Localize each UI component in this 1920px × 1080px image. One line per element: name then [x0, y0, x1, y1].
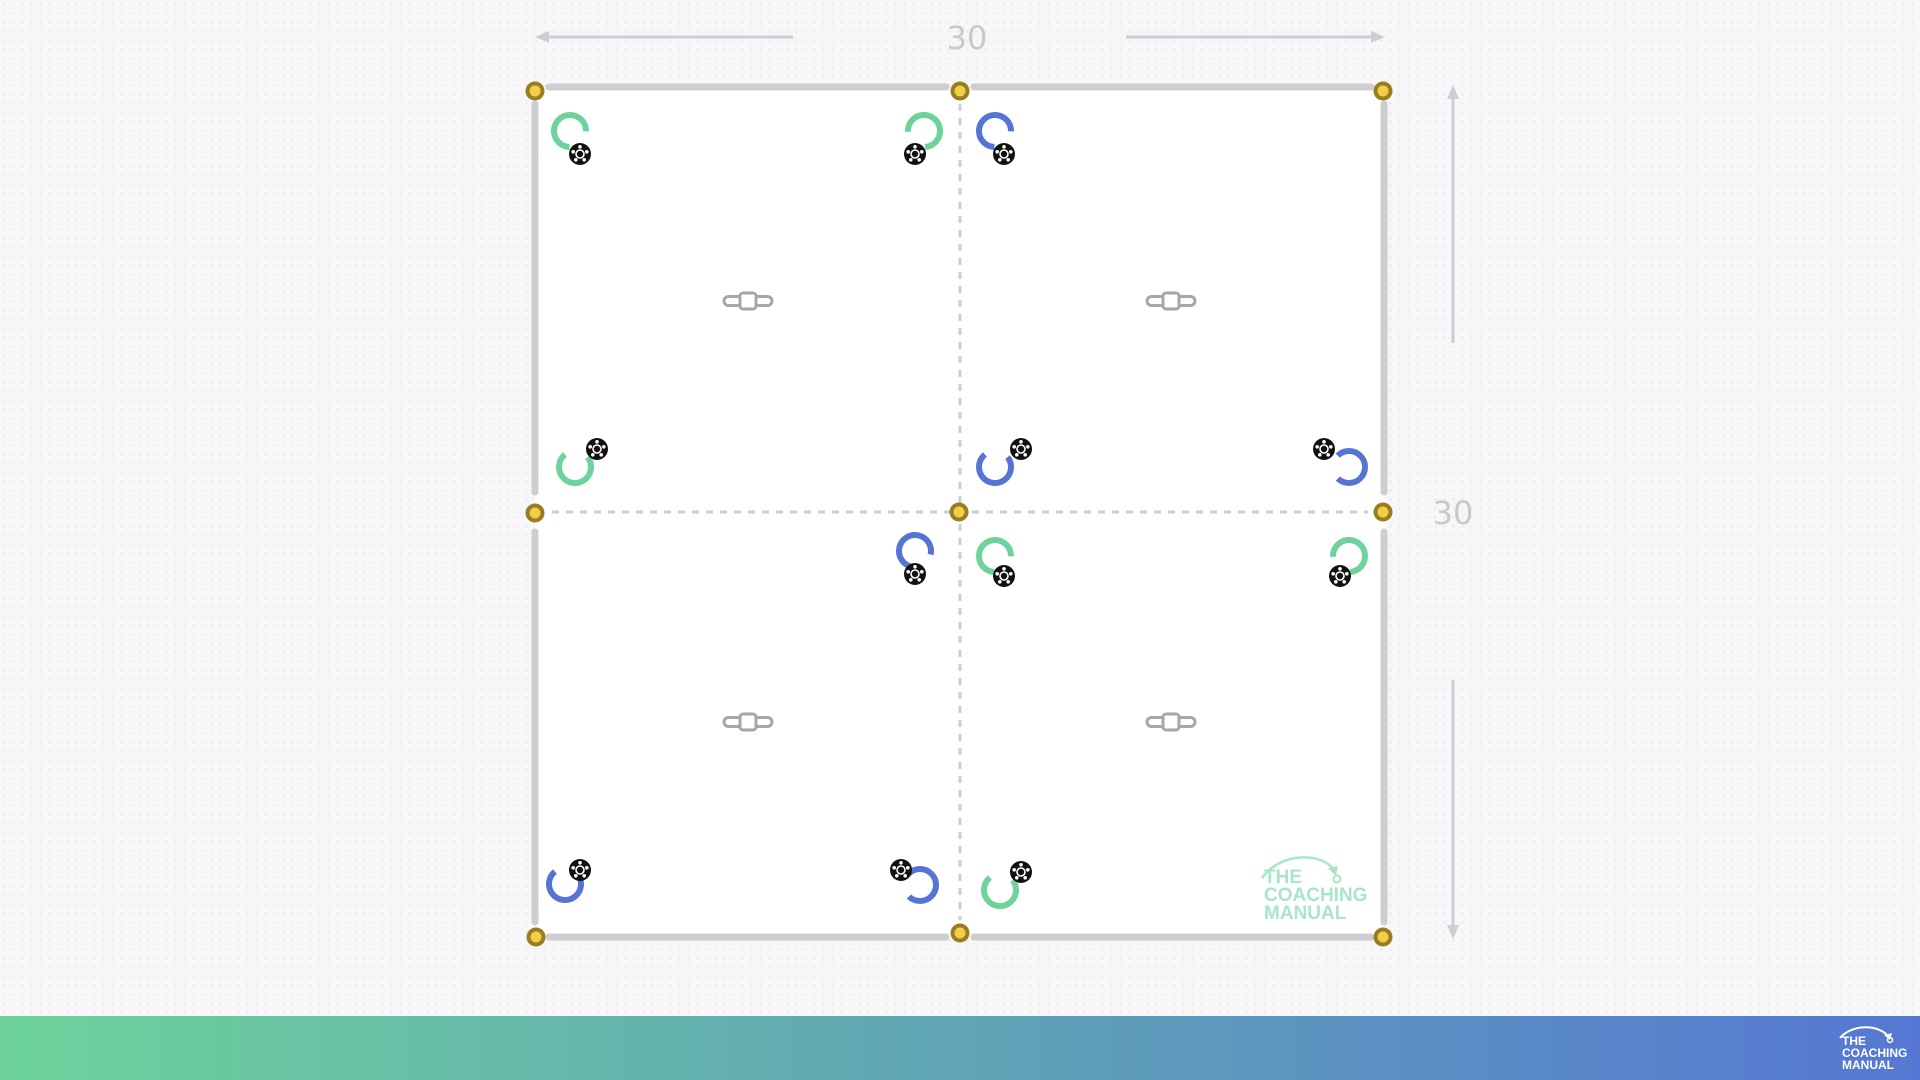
ball-icon	[568, 858, 592, 882]
player-blue	[976, 448, 1014, 486]
watermark-logo: THE COACHING MANUAL	[1260, 856, 1367, 924]
ball-icon	[585, 437, 609, 461]
watermark-line3: MANUAL	[1264, 903, 1347, 924]
ball-icon	[992, 142, 1016, 166]
footer-logo-line2: COACHING	[1842, 1046, 1907, 1060]
mannequin-icon	[722, 291, 774, 311]
cone-marker	[525, 81, 545, 101]
pitch-boundary	[531, 83, 1388, 941]
cone-marker	[1373, 927, 1393, 947]
ball-icon	[1328, 564, 1352, 588]
mannequin-icon	[1145, 712, 1197, 732]
cone-marker	[950, 81, 970, 101]
height-label: 30	[1433, 494, 1474, 532]
footer-logo-line1: THE	[1842, 1034, 1866, 1048]
ball-icon	[568, 142, 592, 166]
width-dimension	[535, 31, 1385, 43]
width-label: 30	[947, 19, 988, 57]
ball-icon	[1312, 437, 1336, 461]
cone-marker	[525, 503, 545, 523]
ball-icon	[889, 858, 913, 882]
height-dimension	[1447, 85, 1459, 939]
ball-icon	[992, 564, 1016, 588]
mannequin-icon	[722, 712, 774, 732]
watermark-line1: THE	[1264, 867, 1302, 888]
training-diagram: 30 30	[525, 19, 1474, 947]
cone-marker	[526, 927, 546, 947]
cone-marker	[949, 502, 969, 522]
cone-marker	[1373, 81, 1393, 101]
ball-icon	[903, 562, 927, 586]
ball-icon	[1009, 860, 1033, 884]
player-blue	[976, 112, 1014, 150]
footer-logo: THE COACHING MANUAL	[1839, 1026, 1907, 1072]
ball-icon	[1009, 437, 1033, 461]
footer-logo-line3: MANUAL	[1842, 1058, 1894, 1072]
cone-marker	[950, 923, 970, 943]
players	[546, 112, 1368, 909]
player-green	[556, 448, 594, 486]
player-green	[981, 871, 1019, 909]
player-green	[905, 112, 943, 150]
cone-marker	[1373, 502, 1393, 522]
mannequin-icon	[1145, 291, 1197, 311]
footer-bar: THE COACHING MANUAL	[0, 1016, 1920, 1080]
player-green	[551, 112, 589, 150]
ball-icon	[903, 142, 927, 166]
player-blue	[1330, 448, 1368, 486]
watermark-arrow-icon	[1260, 856, 1336, 879]
logo-arrow-icon	[1839, 1026, 1889, 1039]
watermark-line2: COACHING	[1264, 885, 1367, 906]
